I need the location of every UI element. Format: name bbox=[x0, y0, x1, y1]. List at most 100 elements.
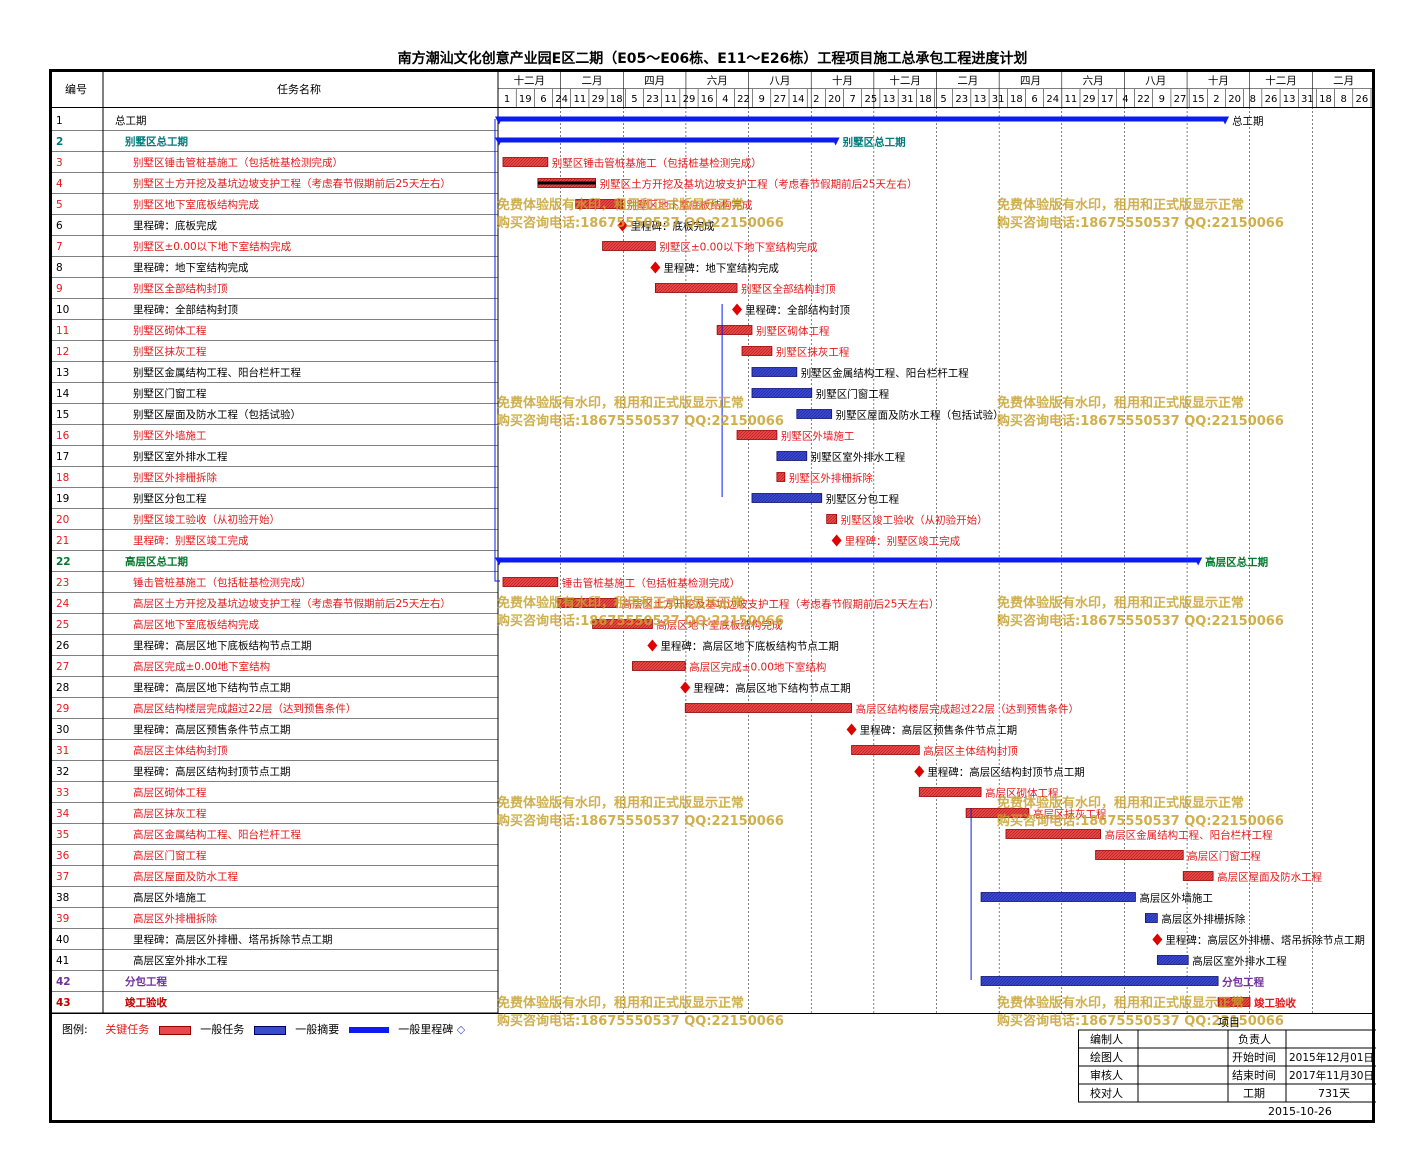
watermark-line2: 购买咨询电话:18675550537 QQ:22150066 bbox=[997, 215, 1284, 231]
task-bar bbox=[1217, 997, 1251, 1007]
day-label: 8 bbox=[1250, 94, 1256, 105]
legend-critical: 关键任务 bbox=[105, 1023, 150, 1036]
task-bar bbox=[716, 325, 753, 335]
watermark-line2: 购买咨询电话:18675550537 QQ:22150066 bbox=[497, 215, 784, 231]
task-name: 别墅区竣工验收（从初验开始） bbox=[133, 513, 280, 526]
task-id: 21 bbox=[56, 535, 69, 547]
task-id: 41 bbox=[56, 955, 69, 967]
task-bar bbox=[826, 514, 838, 524]
task-name: 高层区土方开挖及基坑边坡支护工程（考虑春节假期前后25天左右） bbox=[133, 597, 451, 610]
legend-summary-swatch bbox=[253, 1025, 286, 1035]
watermark-line2: 购买咨询电话:18675550537 QQ:22150066 bbox=[497, 813, 784, 829]
watermark-line1: 免费体验版有水印，租用和正式版显示正常 bbox=[497, 795, 744, 811]
day-label: 18 bbox=[1010, 94, 1023, 105]
task-bar bbox=[980, 892, 1136, 902]
milestone-diamond bbox=[650, 261, 661, 274]
day-label: 17 bbox=[1101, 94, 1114, 105]
task-name: 总工期 bbox=[115, 114, 147, 127]
day-label: 18 bbox=[610, 94, 623, 105]
task-id: 20 bbox=[56, 514, 69, 526]
task-name: 高层区门窗工程 bbox=[133, 849, 207, 862]
milestone-diamond bbox=[831, 534, 842, 547]
bar-label: 总工期 bbox=[1232, 115, 1264, 128]
summary-bar bbox=[498, 116, 1227, 122]
task-bar bbox=[502, 157, 549, 167]
milestone-diamond bbox=[617, 219, 628, 232]
bar-label: 别墅区外排栅拆除 bbox=[789, 472, 873, 485]
task-bar bbox=[751, 367, 798, 377]
month-label: 六月 bbox=[707, 75, 728, 87]
task-name: 里程碑：高层区外排栅、塔吊拆除节点工期 bbox=[133, 933, 333, 946]
day-label: 31 bbox=[1301, 94, 1314, 105]
bar-label: 高层区完成±0.00地下室结构 bbox=[689, 661, 826, 674]
day-label: 7 bbox=[849, 94, 855, 105]
day-label: 22 bbox=[737, 94, 750, 105]
task-bar bbox=[851, 745, 920, 755]
task-id: 43 bbox=[56, 997, 71, 1009]
bar-label: 高层区总工期 bbox=[1205, 556, 1268, 569]
watermark-line1: 免费体验版有水印，租用和正式版显示正常 bbox=[497, 197, 744, 213]
chart-frame bbox=[49, 69, 1375, 1123]
task-bar bbox=[1156, 955, 1189, 965]
legend-summary-bar bbox=[348, 1027, 389, 1033]
task-id: 12 bbox=[56, 346, 69, 358]
task-id: 16 bbox=[56, 430, 70, 442]
task-id: 18 bbox=[56, 472, 69, 484]
day-label: 11 bbox=[1065, 94, 1078, 105]
day-label: 5 bbox=[631, 94, 637, 105]
info-duration: 731天 bbox=[1318, 1087, 1350, 1100]
bar-label: 别墅区室外排水工程 bbox=[811, 451, 906, 464]
bar-label: 锤击管桩基施工（包括桩基检测完成） bbox=[562, 577, 741, 590]
task-name: 里程碑：高层区结构封顶节点工期 bbox=[133, 765, 291, 778]
task-name: 里程碑：高层区地下结构节点工期 bbox=[133, 681, 291, 694]
day-label: 19 bbox=[519, 94, 532, 105]
day-label: 13 bbox=[1283, 94, 1296, 105]
milestone-diamond-icon: ◇ bbox=[456, 1023, 466, 1036]
task-bar bbox=[796, 409, 833, 419]
month-label: 二月 bbox=[1333, 75, 1354, 87]
task-name: 别墅区抹灰工程 bbox=[133, 345, 207, 358]
day-label: 23 bbox=[955, 94, 968, 105]
bar-label: 里程碑：全部结构封顶 bbox=[745, 304, 850, 317]
legend-label: 图例: bbox=[62, 1023, 88, 1036]
task-id: 42 bbox=[56, 976, 71, 988]
task-id: 32 bbox=[56, 766, 69, 778]
summary-cap-left bbox=[495, 116, 503, 125]
day-label: 18 bbox=[1319, 94, 1332, 105]
milestone-diamond bbox=[680, 681, 691, 694]
task-bar bbox=[557, 598, 618, 608]
info-key: 校对人 bbox=[1090, 1086, 1123, 1100]
watermark-line1: 免费体验版有水印，租用和正式版显示正常 bbox=[997, 995, 1244, 1011]
bar-label: 里程碑：高层区地下结构节点工期 bbox=[693, 682, 851, 695]
summary-cap-right bbox=[1221, 116, 1230, 125]
task-name: 别墅区室外排水工程 bbox=[133, 450, 228, 463]
day-label: 15 bbox=[1192, 94, 1205, 105]
day-label: 26 bbox=[1356, 94, 1369, 105]
task-id: 26 bbox=[56, 640, 70, 652]
task-bar bbox=[1095, 850, 1184, 860]
day-label: 14 bbox=[792, 94, 805, 105]
watermark-line1: 免费体验版有水印，租用和正式版显示正常 bbox=[997, 197, 1244, 213]
bar-label: 高层区结构楼层完成超过22层（达到预售条件） bbox=[856, 703, 1079, 716]
task-id: 27 bbox=[56, 661, 69, 673]
day-label: 31 bbox=[901, 94, 914, 105]
bar-label: 里程碑：高层区结构封顶节点工期 bbox=[927, 766, 1085, 779]
bar-label: 里程碑：高层区预售条件节点工期 bbox=[860, 724, 1018, 737]
bar-label: 高层区主体结构封顶 bbox=[923, 745, 1018, 758]
bar-label: 高层区土方开挖及基坑边坡支护工程（考虑春节假期前后25天左右） bbox=[622, 598, 940, 611]
day-label: 20 bbox=[828, 94, 841, 105]
task-id: 37 bbox=[56, 871, 69, 883]
watermark-line1: 免费体验版有水印，租用和正式版显示正常 bbox=[997, 795, 1244, 811]
task-id: 2 bbox=[56, 136, 63, 148]
task-id: 35 bbox=[56, 829, 69, 841]
summary-cap-left bbox=[495, 137, 503, 146]
day-label: 1 bbox=[504, 94, 510, 105]
day-label: 11 bbox=[573, 94, 586, 105]
task-bar bbox=[980, 976, 1219, 986]
task-name: 别墅区地下室底板结构完成 bbox=[133, 198, 259, 211]
bar-label: 竣工验收 bbox=[1254, 997, 1296, 1010]
task-bar bbox=[592, 619, 653, 629]
task-id: 23 bbox=[56, 577, 69, 589]
task-id: 17 bbox=[56, 451, 69, 463]
watermark-line1: 免费体验版有水印，租用和正式版显示正常 bbox=[497, 995, 744, 1011]
